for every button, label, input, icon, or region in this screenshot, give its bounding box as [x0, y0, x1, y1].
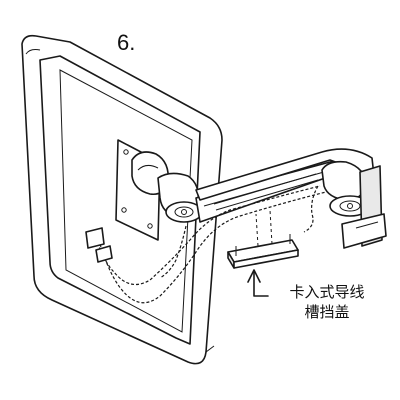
cable-cover-label: 卡入式导线 槽挡盖	[272, 282, 382, 322]
step-number: 6.	[117, 30, 136, 55]
cable-cover-label-line1: 卡入式导线	[289, 283, 365, 301]
monitor-arm-icon	[157, 148, 387, 249]
cable-cover-icon	[227, 209, 299, 269]
cables-icon	[85, 185, 327, 304]
cable-cover-label-line2: 槽挡盖	[304, 303, 350, 321]
vesa-mount-plate-icon	[115, 139, 170, 241]
callout-arrow-icon	[247, 269, 269, 297]
